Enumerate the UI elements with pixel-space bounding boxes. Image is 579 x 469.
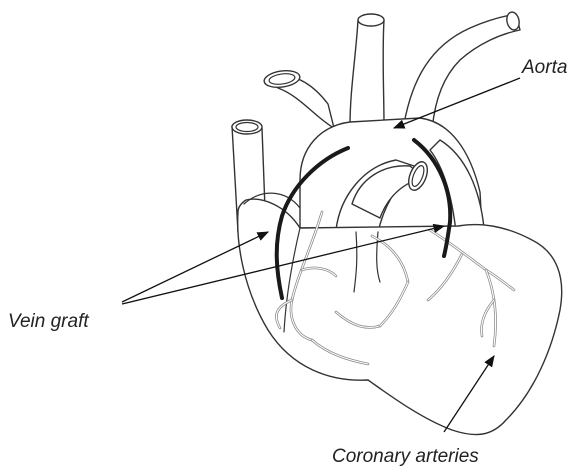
aorta-label: Aorta <box>521 57 567 78</box>
heart-outline <box>238 199 562 434</box>
vein-graft-label: Vein graft <box>8 311 89 332</box>
carotid-artery <box>350 20 384 126</box>
subclavian-artery <box>404 14 520 132</box>
carotid-opening <box>358 14 384 26</box>
heart-body <box>238 193 562 434</box>
coronary-arteries-label: Coronary arteries <box>332 446 479 467</box>
